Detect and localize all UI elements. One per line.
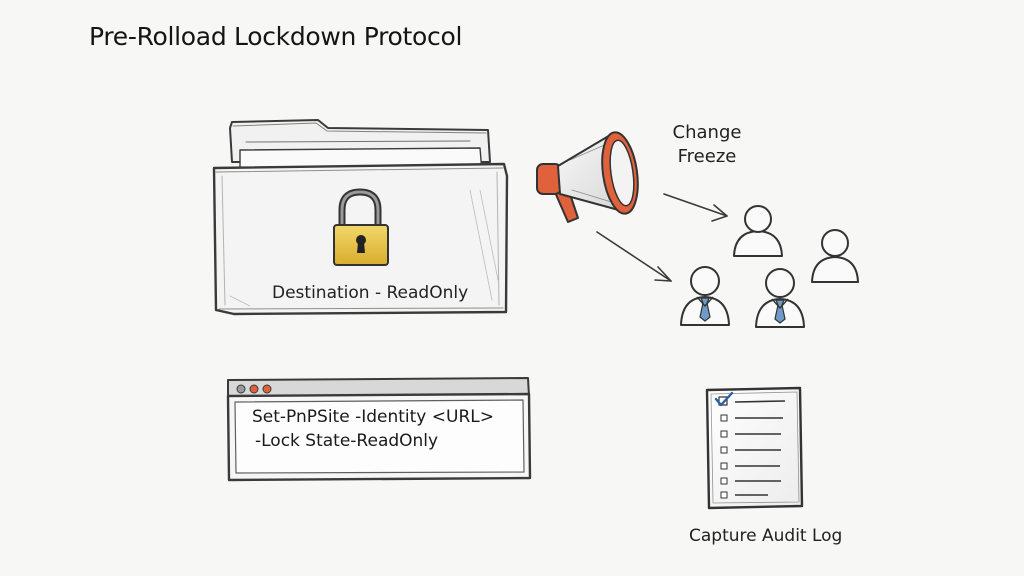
audit-log-document bbox=[705, 386, 804, 510]
terminal-command: Set-PnPSite -Identity <URL> -Lock State-… bbox=[252, 405, 512, 453]
change-freeze-label: Change Freeze bbox=[664, 121, 750, 169]
people-group bbox=[680, 205, 859, 328]
terminal-line-1: Set-PnPSite -Identity <URL> bbox=[252, 407, 494, 427]
terminal-dot bbox=[249, 384, 259, 394]
page-title: Pre-Rolload Lockdown Protocol bbox=[89, 22, 463, 51]
terminal-line-2: -Lock State-ReadOnly bbox=[255, 431, 439, 451]
change-freeze-line1: Change bbox=[672, 122, 742, 143]
check-icon bbox=[714, 391, 734, 407]
person-icon bbox=[811, 229, 859, 283]
megaphone-icon bbox=[536, 131, 639, 223]
audit-log-label: Capture Audit Log bbox=[689, 526, 843, 546]
change-freeze-line2: Freeze bbox=[677, 146, 737, 167]
arrow-to-group-top bbox=[663, 193, 728, 217]
arrow-to-group-bottom bbox=[596, 231, 672, 282]
person-icon bbox=[680, 266, 730, 326]
arrows bbox=[596, 193, 728, 282]
folder-label: Destination - ReadOnly bbox=[272, 283, 469, 303]
person-icon bbox=[755, 268, 805, 328]
padlock-icon bbox=[333, 188, 389, 266]
terminal-dot bbox=[262, 384, 272, 394]
terminal-dot bbox=[236, 384, 246, 394]
person-icon bbox=[733, 205, 783, 257]
terminal-window bbox=[226, 377, 532, 482]
